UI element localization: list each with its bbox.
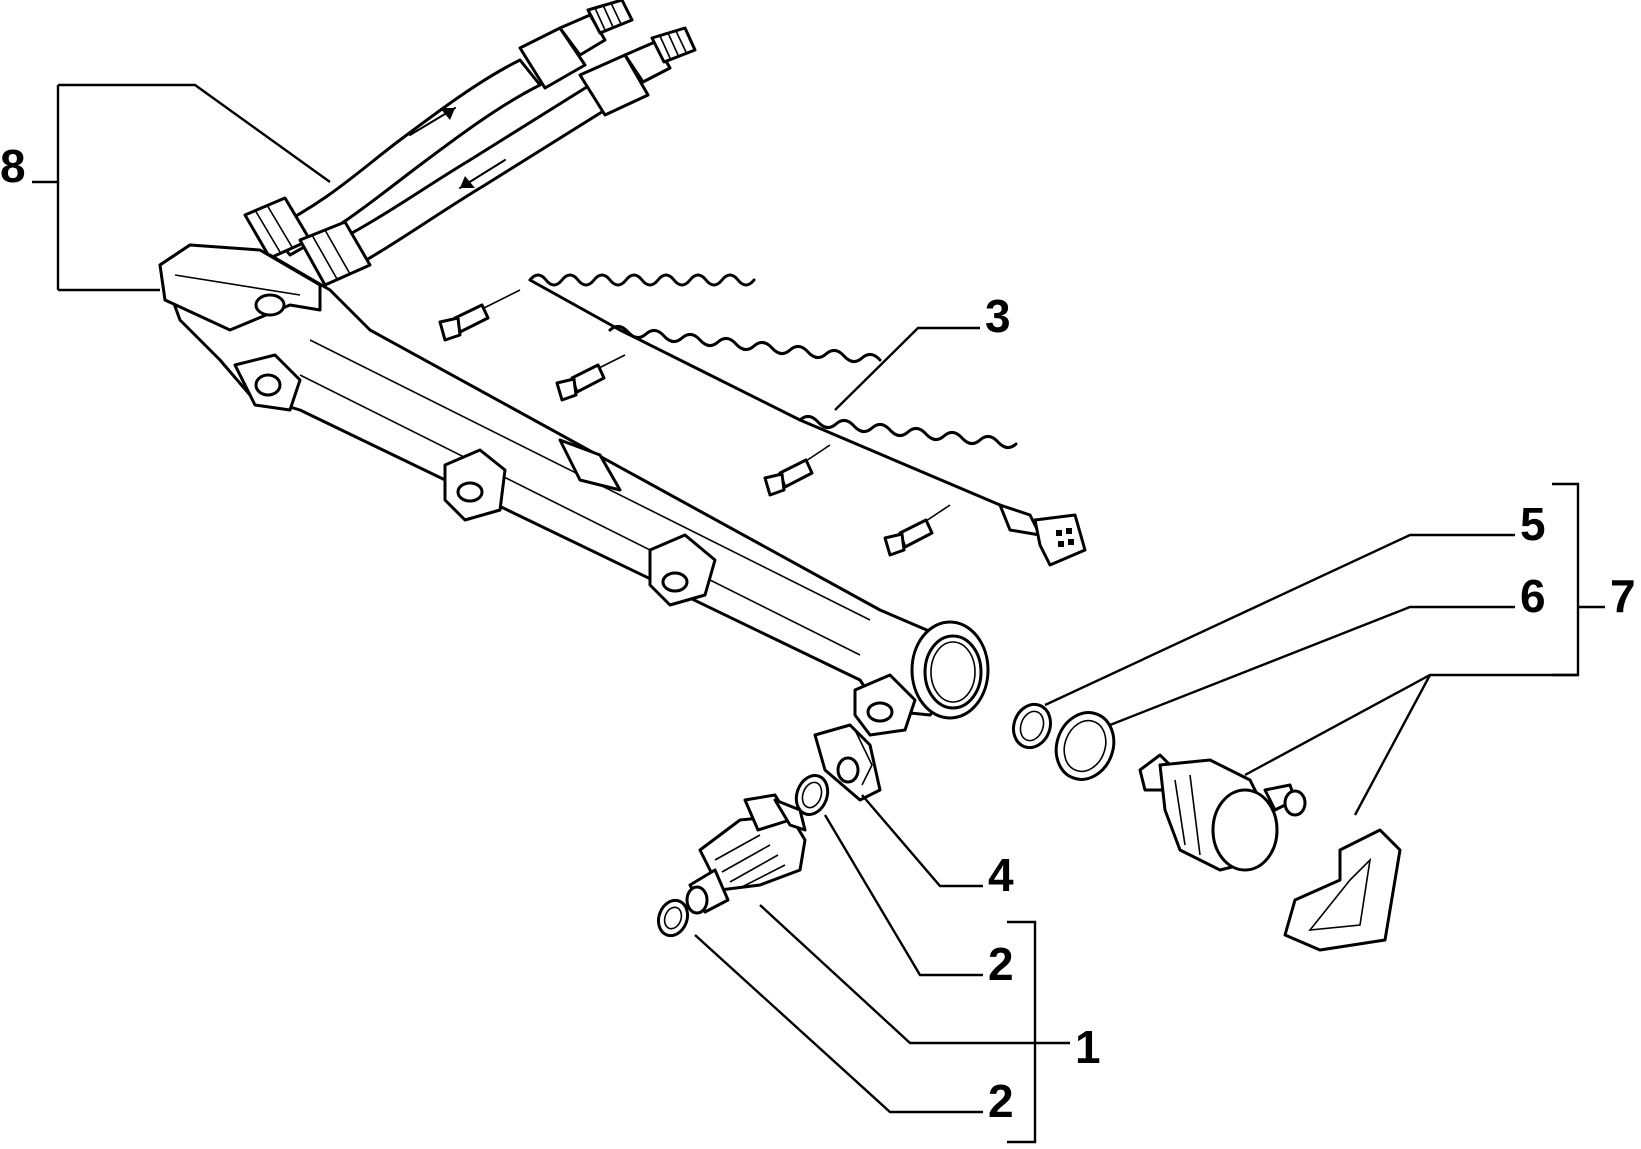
pressure-regulator <box>1138 753 1307 872</box>
injector-mount-plate-4 <box>813 723 882 802</box>
seal-ring-6 <box>1054 711 1116 781</box>
injector-seal-upper <box>794 774 830 816</box>
callout-8: 8 <box>0 140 26 192</box>
fuel-injector <box>685 793 807 915</box>
injector-wiring-harness <box>438 273 1087 567</box>
injector-seal-lower <box>656 898 690 938</box>
callout-2-lower: 2 <box>988 1075 1014 1127</box>
callout-2-upper: 2 <box>988 938 1014 990</box>
callout-7: 7 <box>1610 570 1636 622</box>
o-ring-5 <box>1011 702 1053 750</box>
callout-3: 3 <box>985 290 1011 342</box>
fuel-rail <box>158 243 990 737</box>
callout-6: 6 <box>1520 570 1546 622</box>
regulator-bracket <box>1283 828 1402 952</box>
callout-5: 5 <box>1520 498 1546 550</box>
callout-labels: 8 3 5 6 7 4 2 1 2 <box>0 140 1636 1127</box>
fuel-hoses <box>243 0 697 287</box>
callout-1: 1 <box>1075 1021 1101 1073</box>
leader-lines <box>32 83 1605 1144</box>
callout-4: 4 <box>988 849 1014 901</box>
